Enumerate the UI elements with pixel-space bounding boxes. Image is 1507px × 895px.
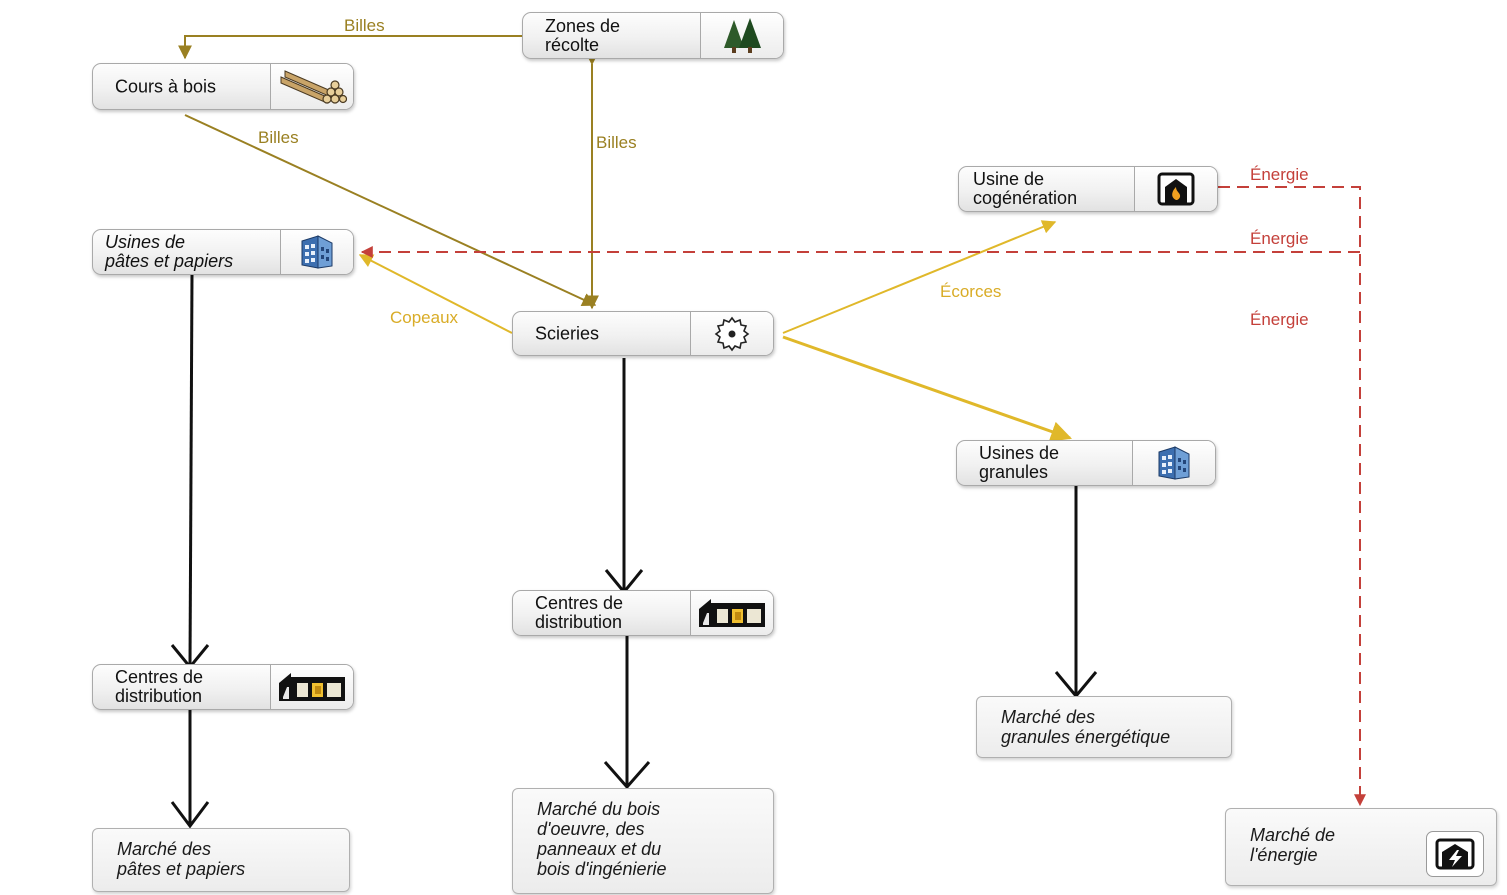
market-energie: Marché de l'énergie <box>1225 808 1497 886</box>
node-label: Usine de cogénération <box>973 169 1078 208</box>
node-usines-pates-papiers: Usines de pâtes et papiers <box>92 229 354 275</box>
warehouse-icon <box>690 591 773 635</box>
pulp-to-distribution-line <box>188 273 194 666</box>
node-label: Centres de distribution <box>535 593 624 632</box>
billes-flow-yard-to-sawmill <box>184 114 597 307</box>
flow-label-energie: Énergie <box>1250 310 1309 329</box>
node-cours-a-bois: Cours à bois <box>92 63 354 110</box>
factory-icon <box>280 230 353 274</box>
flow-label-energie: Énergie <box>1250 229 1309 248</box>
node-label: Usines de granules <box>979 443 1060 482</box>
market-granules: Marché des granules énergétique <box>976 696 1232 758</box>
market-label: Marché du bois d'oeuvre, des panneaux et… <box>537 799 667 879</box>
node-label: Scieries <box>535 323 600 343</box>
flow-label-energie: Énergie <box>1250 165 1309 184</box>
ecorces-flow <box>782 220 1057 334</box>
factory-icon <box>1132 441 1215 485</box>
node-zones-recolte: Zones de récolte <box>522 12 784 59</box>
saw-blade-icon <box>690 312 773 355</box>
node-label: Usines de pâtes et papiers <box>105 232 234 271</box>
market-label: Marché des pâtes et papiers <box>117 839 246 879</box>
flow-label-copeaux: Copeaux <box>390 308 459 327</box>
distribution-to-pulp-market-arrowhead <box>170 801 210 829</box>
node-scieries: Scieries <box>512 311 774 356</box>
market-pates-papiers: Marché des pâtes et papiers <box>92 828 350 892</box>
node-label: Cours à bois <box>115 76 217 96</box>
granules-feed-flow <box>782 335 1072 442</box>
node-label: Centres de distribution <box>115 667 204 706</box>
forest-icon <box>700 13 783 58</box>
market-label: Marché des granules énergétique <box>1001 707 1171 747</box>
energy-icon <box>1426 831 1484 877</box>
node-usines-granules: Usines de granules <box>956 440 1216 486</box>
flow-label-billes: Billes <box>344 16 385 35</box>
node-centres-distribution: Centres de distribution <box>92 664 354 710</box>
flow-label-billes: Billes <box>258 128 299 147</box>
furnace-icon <box>1134 167 1217 211</box>
log-pile-icon <box>270 64 353 109</box>
warehouse-icon <box>270 665 353 709</box>
market-label: Marché de l'énergie <box>1250 825 1336 865</box>
flow-label-billes: Billes <box>596 133 637 152</box>
energie-flow-main <box>1218 186 1366 807</box>
copeaux-flow <box>358 254 513 334</box>
market-bois-oeuvre: Marché du bois d'oeuvre, des panneaux et… <box>512 788 774 894</box>
flow-label-ecorces: Écorces <box>940 282 1002 301</box>
node-usine-cogeneration: Usine de cogénération <box>958 166 1218 212</box>
node-centres-distribution: Centres de distribution <box>512 590 774 636</box>
distribution-to-lumber-market-arrowhead <box>603 761 651 790</box>
node-label: Zones de récolte <box>545 15 621 55</box>
billes-flow-harvest-to-yard <box>178 35 522 60</box>
